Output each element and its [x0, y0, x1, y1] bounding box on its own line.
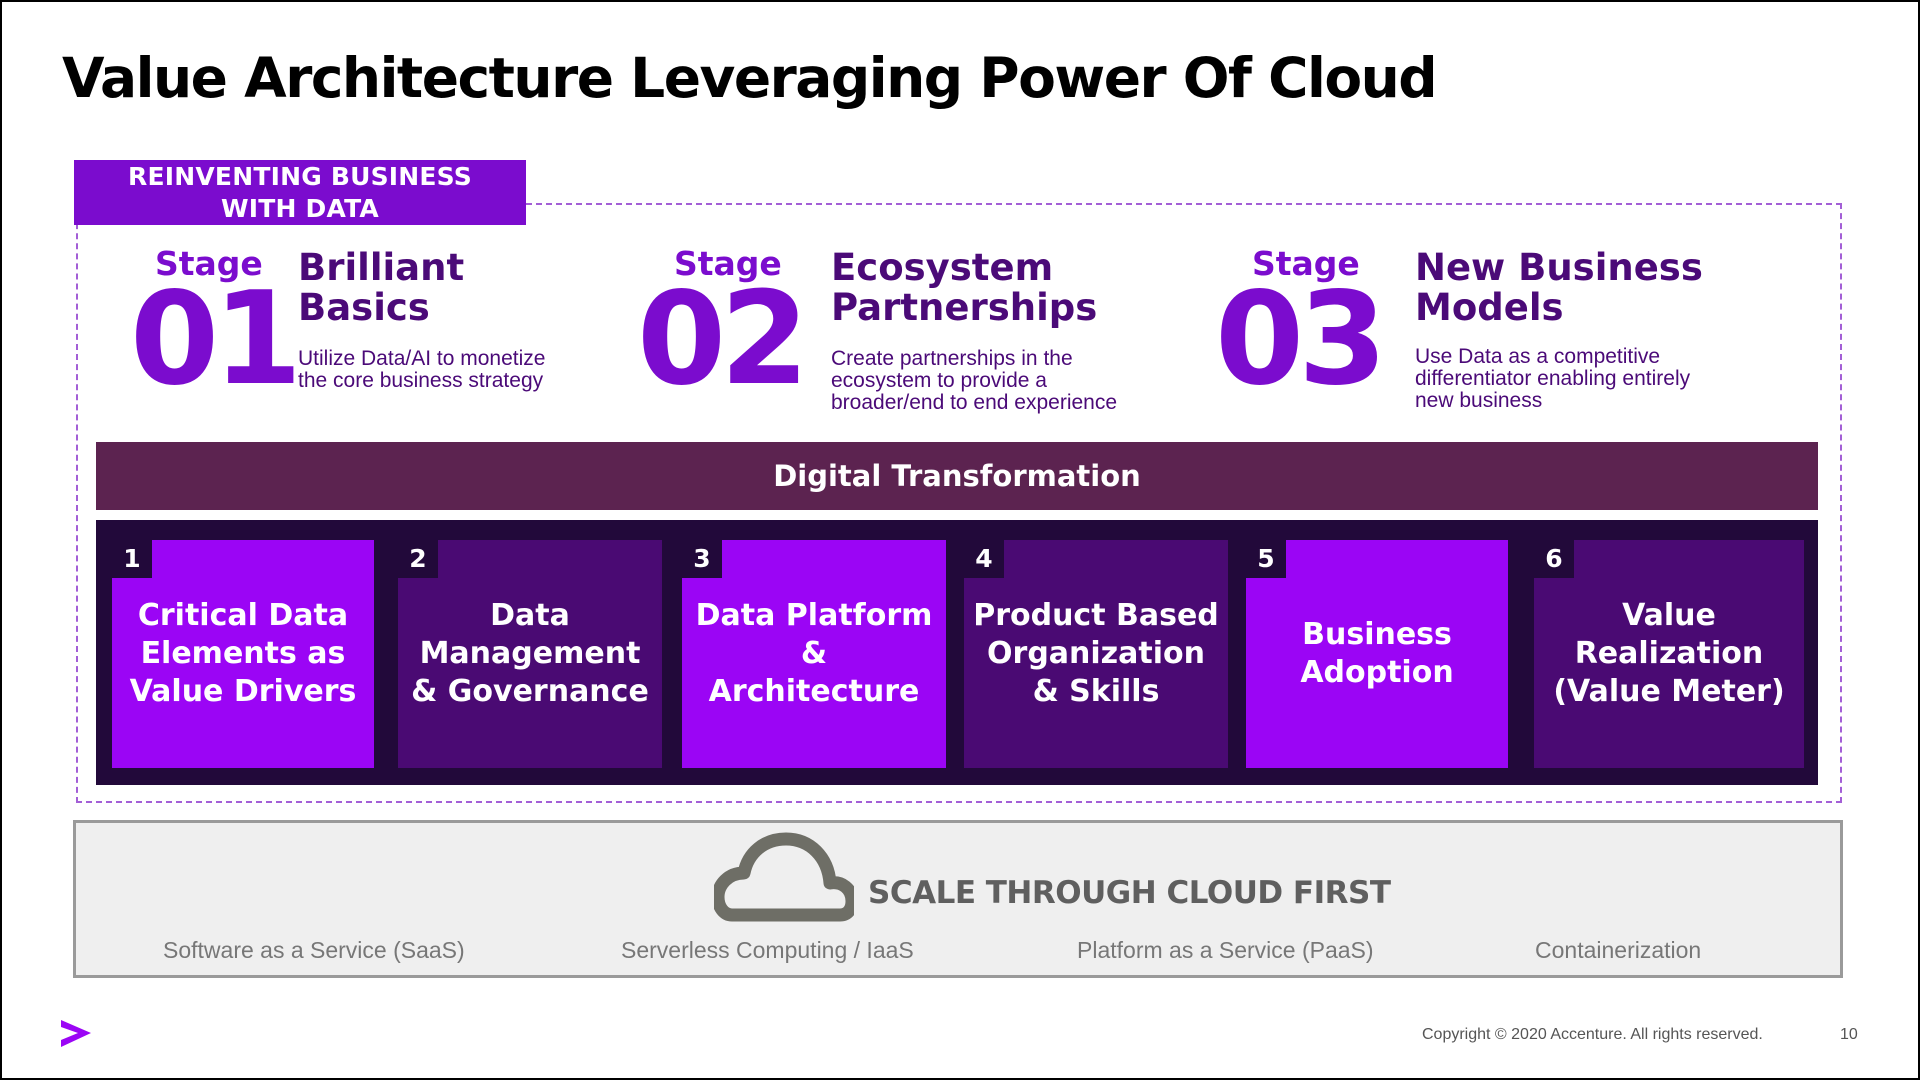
stage-number: 02	[637, 265, 809, 414]
stage-description: Utilize Data/AI to monetize the core bus…	[298, 348, 545, 392]
page-number: 10	[1840, 1026, 1858, 1043]
cloud-heading: SCALE THROUGH CLOUD FIRST	[868, 875, 1391, 911]
pillar-5: 5 Business Adoption	[1246, 540, 1508, 768]
pillar-2: 2 Data Management & Governance	[398, 540, 662, 768]
stage-desc-line1: Utilize Data/AI to monetize	[298, 347, 546, 370]
pillar-1: 1 Critical Data Elements as Value Driver…	[112, 540, 374, 768]
stage-title-line2: Basics	[298, 286, 430, 329]
digital-transformation-banner: Digital Transformation	[96, 442, 1818, 510]
stage-title-line1: New Business	[1415, 246, 1703, 289]
service-containers: Containerization	[1535, 937, 1702, 963]
section-tag-line1: REINVENTING BUSINESS	[128, 161, 472, 191]
stage-desc-line3: broader/end to end experience	[831, 391, 1118, 414]
cloud-icon	[714, 832, 854, 922]
pillar-number: 5	[1246, 540, 1286, 578]
stage-label: Stage	[1252, 244, 1360, 283]
stage-desc-line3: new business	[1415, 389, 1543, 412]
stage-title: Brilliant Basics	[298, 248, 464, 328]
pillar-3: 3 Data Platform & Architecture	[682, 540, 946, 768]
stage-label: Stage	[674, 244, 782, 283]
data-section-border	[76, 203, 1842, 803]
pillar-6: 6 Value Realization (Value Meter)	[1534, 540, 1804, 768]
stage-desc-line2: the core business strategy	[298, 369, 544, 392]
section-tag-line2: WITH DATA	[221, 193, 379, 223]
greater-than-logo	[61, 1020, 91, 1047]
slide-title: Value Architecture Leveraging Power Of C…	[62, 46, 1438, 110]
stage-title-line2: Models	[1415, 286, 1564, 329]
stage-desc-line2: differentiator enabling entirely	[1415, 367, 1691, 390]
pillar-number: 1	[112, 540, 152, 578]
pillar-label: Value Realization (Value Meter)	[1553, 598, 1785, 709]
pillar-label: Product Based Organization & Skills	[973, 598, 1219, 709]
section-tag: REINVENTING BUSINESS WITH DATA	[74, 160, 526, 225]
stage-label: Stage	[155, 244, 263, 283]
pillar-label: Critical Data Elements as Value Drivers	[129, 598, 357, 709]
stage-title-line2: Partnerships	[831, 286, 1098, 329]
pillar-label: Business Adoption	[1300, 617, 1454, 690]
pillar-label: Data Management & Governance	[411, 598, 649, 709]
stage-desc-line1: Create partnerships in the	[831, 347, 1073, 370]
stage-description: Create partnerships in the ecosystem to …	[831, 348, 1117, 414]
pillar-4: 4 Product Based Organization & Skills	[964, 540, 1228, 768]
stage-desc-line1: Use Data as a competitive	[1415, 345, 1661, 368]
pillar-number: 2	[398, 540, 438, 578]
service-saas: Software as a Service (SaaS)	[163, 937, 465, 963]
service-iaas: Serverless Computing / IaaS	[621, 937, 914, 963]
stage-title: New Business Models	[1415, 248, 1703, 328]
pillars-panel: 1 Critical Data Elements as Value Driver…	[96, 520, 1818, 785]
pillar-label: Data Platform & Architecture	[695, 598, 933, 709]
stage-title-line1: Brilliant	[298, 246, 465, 289]
pillar-number: 4	[964, 540, 1004, 578]
stage-description: Use Data as a competitive differentiator…	[1415, 346, 1690, 412]
stage-number: 03	[1215, 265, 1387, 414]
pillar-number: 6	[1534, 540, 1574, 578]
copyright-text: Copyright © 2020 Accenture. All rights r…	[1422, 1026, 1763, 1043]
cloud-foundation-panel: SCALE THROUGH CLOUD FIRST Software as a …	[73, 820, 1843, 978]
service-paas: Platform as a Service (PaaS)	[1077, 937, 1374, 963]
stage-title: Ecosystem Partnerships	[831, 248, 1097, 328]
pillar-number: 3	[682, 540, 722, 578]
stage-title-line1: Ecosystem	[831, 246, 1054, 289]
stage-number: 01	[130, 265, 302, 414]
stage-desc-line2: ecosystem to provide a	[831, 369, 1047, 392]
